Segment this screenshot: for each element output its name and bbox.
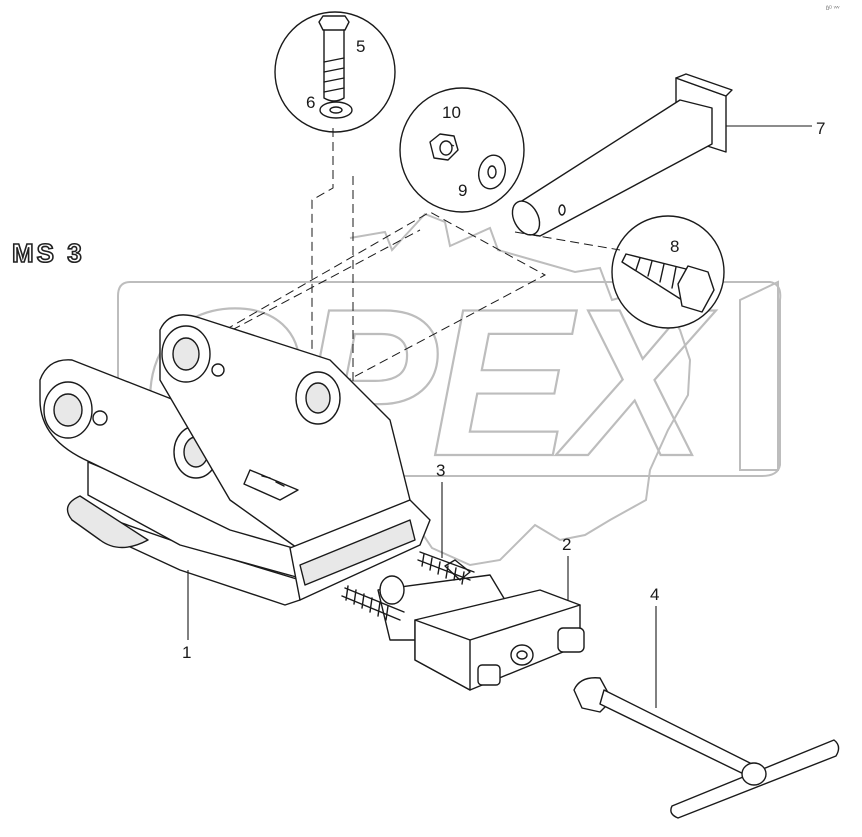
label-part-10: 10	[442, 103, 461, 122]
label-part-1: 1	[182, 643, 191, 662]
label-part-3: 3	[436, 461, 445, 480]
leader-lines	[187, 125, 812, 708]
label-part-8: 8	[670, 237, 679, 256]
label-part-5: 5	[356, 37, 365, 56]
springs-part-3	[341, 551, 475, 621]
detail-circle-bolt	[274, 11, 396, 133]
bracket-part-1	[39, 314, 431, 606]
pin-part-7	[511, 73, 733, 237]
label-part-9: 9	[458, 181, 467, 200]
label-part-6: 6	[306, 93, 315, 112]
label-part-4: 4	[650, 585, 659, 604]
corner-mark: ɓᴰ ᵛᵛᵛ	[826, 5, 840, 12]
coupler-part-2	[377, 559, 585, 691]
diagram-title: MS 3	[12, 238, 85, 268]
wrench-part-4	[573, 677, 840, 819]
label-part-2: 2	[562, 535, 571, 554]
detail-circle-bolt-8	[611, 215, 725, 329]
detail-circle-nut	[399, 87, 525, 213]
label-part-7: 7	[816, 119, 825, 138]
